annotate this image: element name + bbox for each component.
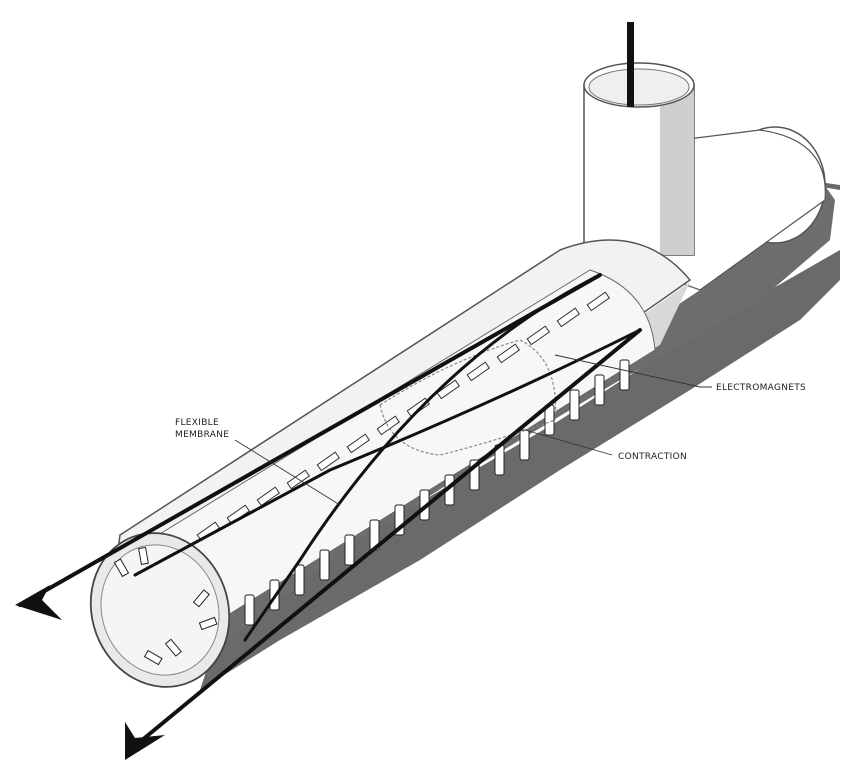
trajectory-line-1 [18,273,602,607]
label-membrane: MEMBRANE [175,430,229,440]
electromagnets-front-ring [113,546,218,666]
cast-shadow [200,150,840,690]
trajectories [18,273,642,752]
trajectory-line-2 [128,328,642,752]
tube-inner-rim [100,544,220,676]
inlet-rod [627,22,634,107]
label-contraction: CONTRACTION [618,452,687,462]
trajectory-line-4 [133,328,642,577]
arrow-head-left-icon [15,585,62,620]
arrow-head-bottom-icon [125,722,165,760]
callout-leaders [234,354,712,506]
trajectory-line-3 [243,273,602,642]
label-electromagnets: ELECTROMAGNETS [716,383,806,393]
label-flexible: FLEXIBLE [175,418,219,428]
inlet-pipe-shade [660,90,694,255]
leader-contraction [524,429,613,456]
leader-membrane [234,439,341,506]
leader-electromagnets [554,354,712,388]
inlet-pipe-opening [588,68,690,106]
